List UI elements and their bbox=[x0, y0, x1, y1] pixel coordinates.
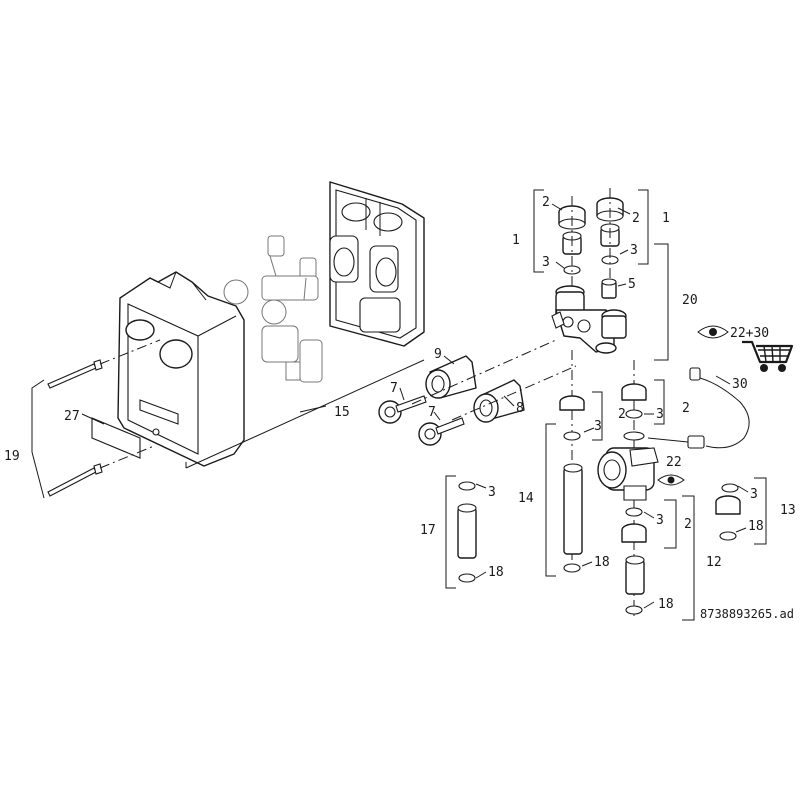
callout-line-15 bbox=[185, 359, 425, 469]
leader-2a bbox=[551, 203, 563, 211]
bracket-13 bbox=[754, 477, 767, 545]
leader-3f bbox=[475, 483, 487, 489]
callout-19: 19 bbox=[4, 449, 20, 464]
callout-12: 12 bbox=[706, 555, 722, 570]
handle-cover-9 bbox=[425, 355, 477, 399]
leader-7b bbox=[433, 411, 441, 421]
shopping-cart-icon bbox=[742, 340, 794, 372]
valve-manifold bbox=[551, 285, 627, 354]
screws bbox=[47, 359, 103, 497]
leader-3g bbox=[737, 485, 749, 493]
callout-2-pump-bottom: 2 bbox=[684, 517, 692, 532]
leader-18b bbox=[581, 561, 593, 567]
pipe-17 bbox=[457, 481, 477, 583]
callout-7-upper: 7 bbox=[390, 381, 398, 396]
bracket-20 bbox=[654, 243, 669, 361]
bracket-1-right bbox=[638, 189, 649, 265]
sensor-cable-30 bbox=[647, 367, 750, 449]
insulation-front-shell bbox=[117, 271, 245, 467]
callout-18-pipe-17: 18 bbox=[488, 565, 504, 580]
knob-upper bbox=[378, 395, 427, 424]
bracket-2-center bbox=[592, 391, 603, 441]
callout-18-center: 18 bbox=[594, 555, 610, 570]
callout-2-top-right: 2 bbox=[632, 211, 640, 226]
callout-2-pump-top: 2 bbox=[682, 401, 690, 416]
bracket-17 bbox=[445, 475, 456, 589]
leader-15 bbox=[299, 405, 327, 413]
callout-15: 15 bbox=[334, 405, 350, 420]
callout-17: 17 bbox=[420, 523, 436, 538]
view-icon-22 bbox=[657, 474, 685, 486]
callout-18-fitting-13: 18 bbox=[748, 519, 764, 534]
callout-30: 30 bbox=[732, 377, 748, 392]
callout-2-top-left: 2 bbox=[542, 195, 550, 210]
fitting-13 bbox=[715, 483, 741, 541]
pump-12 bbox=[597, 383, 659, 615]
leader-27 bbox=[81, 413, 105, 425]
callout-14: 14 bbox=[518, 491, 534, 506]
view-icon-top bbox=[697, 325, 729, 339]
bracket-1-left bbox=[533, 189, 544, 273]
callout-3-top-left: 3 bbox=[542, 255, 550, 270]
axis-knob-lower bbox=[451, 365, 577, 421]
bracket-12 bbox=[682, 495, 695, 621]
callout-3-fitting-13: 3 bbox=[750, 487, 758, 502]
callout-7-lower: 7 bbox=[428, 405, 436, 420]
callout-22: 22 bbox=[666, 455, 682, 470]
label-sticker bbox=[91, 417, 141, 459]
leader-8 bbox=[503, 395, 515, 407]
leader-3a bbox=[555, 261, 565, 269]
callout-3-top-right: 3 bbox=[630, 243, 638, 258]
valve-5 bbox=[601, 278, 617, 299]
callout-1-left: 1 bbox=[512, 233, 520, 248]
leader-30 bbox=[715, 375, 731, 385]
leader-18d bbox=[735, 527, 747, 533]
leader-18a bbox=[475, 571, 487, 579]
leader-3e bbox=[643, 511, 655, 519]
callout-3-pump-top: 3 bbox=[656, 407, 664, 422]
leader-2b bbox=[617, 207, 631, 215]
callout-3-pump-bottom: 3 bbox=[656, 513, 664, 528]
bracket-19 bbox=[31, 379, 45, 499]
bracket-14 bbox=[545, 423, 556, 577]
callout-8: 8 bbox=[516, 401, 524, 416]
center-pipe-14 bbox=[559, 395, 585, 573]
callout-5: 5 bbox=[628, 277, 636, 292]
leader-7a bbox=[399, 387, 405, 401]
document-id: 8738893265.ad bbox=[700, 607, 794, 621]
handle-cover-8 bbox=[473, 379, 525, 423]
callout-3-center: 3 bbox=[594, 419, 602, 434]
pump-group-ghost bbox=[223, 235, 323, 383]
axis-knob-upper bbox=[411, 339, 557, 405]
leader-9 bbox=[443, 355, 455, 365]
bracket-2-pump-bottom bbox=[664, 499, 677, 549]
callout-2-center: 2 bbox=[618, 407, 626, 422]
callout-1-right: 1 bbox=[662, 211, 670, 226]
callout-13: 13 bbox=[780, 503, 796, 518]
callout-20: 20 bbox=[682, 293, 698, 308]
insulation-back-shell bbox=[329, 181, 425, 347]
axis-screw-bottom bbox=[99, 445, 155, 469]
leader-5 bbox=[617, 283, 627, 287]
knob-lower bbox=[418, 417, 465, 446]
callout-3-pipe-17: 3 bbox=[488, 485, 496, 500]
bracket-2-pump-top bbox=[654, 379, 665, 425]
leader-18c bbox=[643, 601, 655, 609]
callout-18-pump: 18 bbox=[658, 597, 674, 612]
callout-27: 27 bbox=[64, 409, 80, 424]
callout-22-plus-30: 22+30 bbox=[730, 326, 769, 341]
leader-3c bbox=[583, 427, 595, 433]
leader-3b bbox=[619, 249, 629, 255]
callout-9: 9 bbox=[434, 347, 442, 362]
